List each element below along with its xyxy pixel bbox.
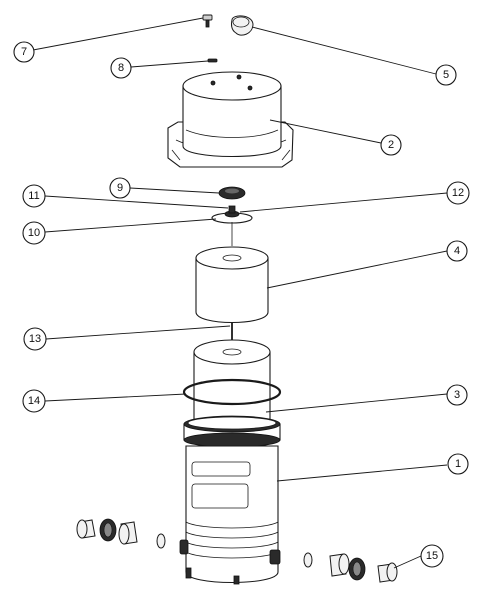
callout-13-label: 13 — [29, 333, 41, 345]
part-8-pin — [207, 58, 218, 63]
callout-9-label: 9 — [117, 182, 123, 194]
callout-10-label: 10 — [28, 227, 40, 239]
callout-7: 7 — [13, 41, 35, 63]
callout-11-label: 11 — [28, 190, 39, 202]
callout-3: 3 — [446, 384, 468, 406]
callout-4: 4 — [446, 240, 468, 262]
callout-1-label: 1 — [455, 458, 461, 470]
callout-14: 14 — [22, 389, 46, 413]
left-fittings — [76, 518, 166, 549]
callout-11: 11 — [22, 184, 46, 208]
callout-10: 10 — [22, 221, 46, 245]
part-4-filter-cartridge — [195, 246, 269, 324]
callout-12-label: 12 — [452, 187, 464, 199]
callout-5: 5 — [435, 64, 457, 86]
callout-15-label: 15 — [426, 550, 438, 562]
callout-15: 15 — [420, 544, 444, 568]
leader-lines — [32, 17, 448, 569]
callout-1: 1 — [447, 453, 469, 475]
callout-5-label: 5 — [443, 69, 449, 81]
part-10-washer — [211, 205, 253, 246]
part-14-o-ring — [182, 378, 282, 406]
callout-7-label: 7 — [21, 46, 27, 58]
callout-14-label: 14 — [28, 395, 40, 407]
callout-12: 12 — [446, 181, 470, 205]
callout-3-label: 3 — [454, 389, 460, 401]
part-2-lid — [167, 71, 294, 168]
right-fittings — [303, 552, 398, 583]
part-3-filter-cartridge — [193, 339, 271, 429]
callout-8: 8 — [110, 57, 132, 79]
callout-8-label: 8 — [118, 62, 124, 74]
part-9-ring — [218, 186, 246, 200]
callout-2-label: 2 — [388, 139, 394, 151]
callout-13: 13 — [23, 327, 47, 351]
part-5-cap — [231, 15, 254, 36]
part-1-tank-body — [179, 415, 281, 585]
part-7-screw — [202, 14, 213, 28]
callout-2: 2 — [380, 134, 402, 156]
callout-4-label: 4 — [454, 245, 460, 257]
callout-9: 9 — [109, 177, 131, 199]
